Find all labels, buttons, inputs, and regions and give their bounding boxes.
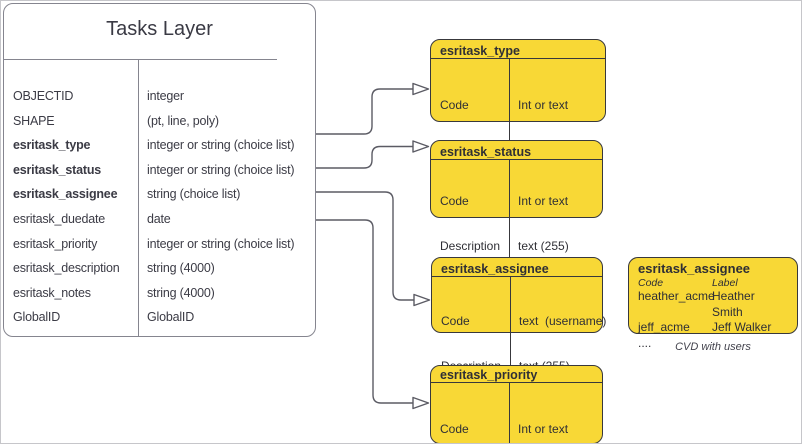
- cell: Code: [441, 314, 470, 328]
- arrowhead-esritask-assignee: [413, 293, 431, 307]
- table-row: esritask_type integer or string (choice l…: [4, 133, 315, 158]
- domain-box-esritask-type: esritask_type Code Description Int or te…: [430, 39, 606, 188]
- field-name: esritask_notes: [13, 285, 91, 300]
- connector-esritask-assignee: [316, 191, 414, 301]
- field-type: string (4000): [147, 285, 215, 300]
- domain-box-title: esritask_status: [431, 141, 602, 160]
- cvd-col-code: Code: [638, 277, 664, 289]
- field-type: integer or string (choice list): [147, 138, 295, 153]
- field-type: GlobalID: [147, 310, 195, 325]
- table-row: esritask_duedate date: [4, 207, 315, 232]
- domain-box-title: esritask_type: [431, 40, 605, 59]
- domain-box-body: Code Description Int or text text (255): [431, 383, 602, 444]
- domain-box-body: Code Description Int or text text (255): [431, 160, 602, 284]
- field-name: OBJECTID: [13, 89, 74, 103]
- table-row: esritask_assignee string (choice list): [4, 182, 315, 207]
- arrowhead-esritask-type: [412, 82, 430, 96]
- field-type: (pt, line, poly): [147, 113, 219, 128]
- connector-esritask-priority: [316, 219, 413, 404]
- table-row: esritask_priority integer or string (choi…: [4, 232, 315, 257]
- cell: text (username): [519, 314, 607, 328]
- domain-box-right-cells: Int or text text (255): [509, 383, 602, 444]
- field-type: string (choice list): [147, 187, 241, 202]
- cvd-code: jeff_acme: [638, 320, 690, 334]
- field-name: esritask_type: [13, 138, 91, 153]
- cell: Description: [440, 239, 501, 253]
- cvd-col-label: Label: [712, 277, 738, 289]
- cell: Code: [440, 98, 469, 112]
- cvd-row: heather_acme Heather Smith: [638, 289, 788, 320]
- domain-box-left-cells: Code Description: [431, 160, 509, 284]
- field-name: esritask_duedate: [13, 211, 106, 226]
- arrowhead-esritask-status: [412, 140, 430, 153]
- domain-box-title: esritask_priority: [431, 366, 602, 383]
- cvd-title: esritask_assignee: [638, 261, 751, 276]
- table-row: OBJECTID integer: [4, 84, 315, 109]
- field-name: SHAPE: [13, 113, 55, 128]
- field-name: esritask_description: [13, 261, 120, 276]
- cvd-row: jeff_acme Jeff Walker: [638, 320, 788, 336]
- field-name: GlobalID: [13, 310, 61, 325]
- cell: Int or text: [518, 422, 569, 436]
- column-divider: [137, 59, 139, 336]
- table-row: esritask_notes string (4000): [4, 281, 315, 306]
- cvd-caption: CVD with users: [675, 341, 751, 353]
- field-list: OBJECTID integer SHAPE (pt, line, poly) es…: [4, 59, 315, 330]
- cell: Code: [440, 422, 469, 436]
- field-type: integer: [147, 89, 184, 103]
- cvd-column-headers: Code Label: [638, 277, 788, 289]
- cell: Code: [440, 194, 469, 208]
- cvd-ellipsis: ....: [638, 335, 652, 350]
- cell: text (255): [518, 239, 569, 253]
- connector-esritask-type: [316, 88, 413, 135]
- field-type: integer or string (choice list): [147, 162, 295, 177]
- field-type: date: [147, 211, 171, 226]
- field-name: esritask_status: [13, 162, 102, 177]
- field-type: integer or string (choice list): [147, 236, 295, 251]
- cvd-box-esritask-assignee: esritask_assignee Code Label heather_acm…: [628, 257, 798, 350]
- arrowhead-esritask-priority: [412, 396, 430, 410]
- domain-box-esritask-priority: esritask_priority Code Description Int o…: [430, 365, 603, 444]
- domain-box-title: esritask_assignee: [432, 258, 602, 277]
- field-name: esritask_assignee: [13, 187, 118, 202]
- domain-box-esritask-assignee: esritask_assignee Code Description text …: [431, 257, 607, 404]
- field-name: esritask_priority: [13, 236, 98, 251]
- table-row: esritask_status integer or string (choice…: [4, 158, 315, 183]
- cell: Int or text: [518, 98, 569, 112]
- cell: Int or text: [518, 194, 569, 208]
- field-type: string (4000): [147, 261, 215, 276]
- cvd-label: Heather Smith: [712, 289, 755, 319]
- domain-box-esritask-status: esritask_status Code Description Int or …: [430, 140, 603, 284]
- table-row: esritask_description string (4000): [4, 256, 315, 281]
- tasks-layer-table: Tasks Layer OBJECTID integer SHAPE (pt, li…: [3, 3, 316, 337]
- connector-esritask-status: [316, 145, 413, 169]
- tasks-layer-title: Tasks Layer: [106, 18, 213, 40]
- table-row: GlobalID GlobalID: [4, 305, 315, 330]
- header-divider: [3, 59, 277, 60]
- cvd-code: heather_acme: [638, 289, 715, 303]
- domain-box-right-cells: Int or text text (255): [509, 160, 602, 284]
- table-row: SHAPE (pt, line, poly): [4, 109, 315, 134]
- cvd-label: Jeff Walker: [712, 320, 772, 334]
- domain-box-left-cells: Code Description: [431, 383, 509, 444]
